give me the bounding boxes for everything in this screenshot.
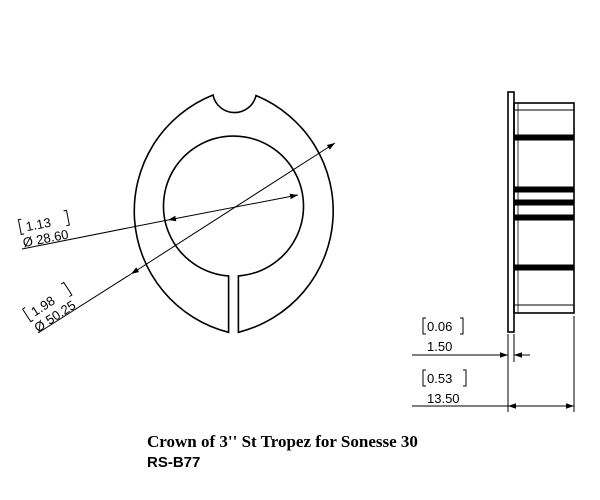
inner-dimension-inch: 1.13 [24,215,52,235]
side-flange [507,91,515,333]
inner-inch-bracket [17,209,70,236]
inner-dimension-labels: 1.13 Ø 28.60 [17,209,70,250]
drawing-title: Crown of 3'' St Tropez for Sonesse 30 [147,432,418,451]
length-dimension-inch: 0.53 [427,371,452,386]
product-code: RS-B77 [147,454,201,471]
front-view [133,93,335,334]
outer-inch-bracket [21,281,73,323]
outer-diameter-leader [37,273,132,334]
length-inch-bracket [422,369,467,387]
side-bands [514,135,574,270]
flange-dimension-mm: 1.50 [427,339,452,354]
length-dimension [412,369,574,409]
inner-diameter-line [167,193,299,222]
flange-inch-bracket [422,317,464,335]
flange-dimension [412,317,530,358]
side-view [507,91,575,333]
outer-diameter-dimension [37,142,336,334]
crown-outer-contour [133,93,335,334]
outer-dimension-labels: 1.98 Ø 50.25 [21,281,78,335]
flange-dimension-inch: 0.06 [427,319,452,334]
length-dimension-mm: 13.50 [427,391,460,406]
side-extension-lines [507,316,575,412]
side-body [513,102,575,314]
outer-diameter-line [130,142,336,275]
